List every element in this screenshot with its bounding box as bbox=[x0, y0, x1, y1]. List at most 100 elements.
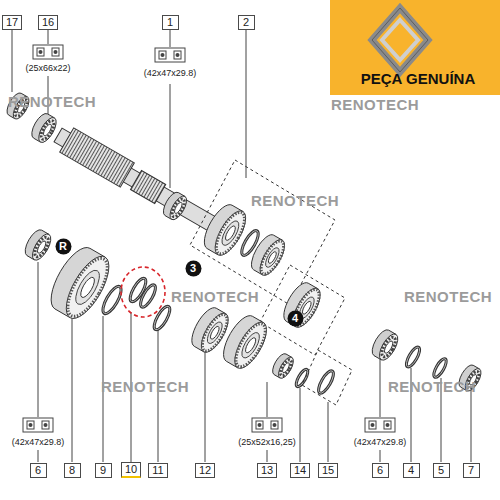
leader-lines bbox=[158, 330, 159, 462]
dimension-text: (25x66x22) bbox=[25, 63, 70, 73]
callout-box: 10 bbox=[121, 462, 141, 478]
callout-box: 13 bbox=[257, 463, 277, 478]
dimension-text: (25x52x16,25) bbox=[238, 437, 296, 447]
lower-parts bbox=[270, 351, 297, 380]
marker-circle bbox=[55, 238, 71, 254]
dimension-text: (25x66x22) bbox=[25, 63, 70, 73]
dimension-text: (42x47x29.8) bbox=[144, 68, 197, 78]
callout-number: 6 bbox=[34, 464, 43, 477]
callout-number: 16 bbox=[42, 16, 54, 29]
watermark: RENOTECH bbox=[171, 288, 259, 305]
callout-number: 10 bbox=[125, 463, 137, 476]
callout-number: 8 bbox=[68, 464, 77, 477]
callout-number: 15 bbox=[322, 464, 334, 477]
callout-box: 6 bbox=[30, 463, 47, 478]
dimension-symbols bbox=[155, 48, 185, 62]
watermark: RENOTECH bbox=[388, 378, 476, 395]
dimension-symbols bbox=[252, 418, 282, 432]
lower-parts bbox=[316, 369, 336, 395]
callout-box: 1 bbox=[162, 15, 179, 30]
leader-lines bbox=[380, 358, 381, 417]
lower-parts bbox=[369, 327, 402, 363]
callout-box: 6 bbox=[372, 463, 389, 478]
group-marker: R bbox=[55, 238, 72, 255]
main-shaft bbox=[130, 170, 165, 203]
callout-number: 17 bbox=[6, 16, 18, 29]
group-marker: 4 bbox=[287, 310, 304, 327]
lower-parts bbox=[294, 368, 310, 388]
watermark: RENOTECH bbox=[251, 192, 339, 209]
callout-number: 9 bbox=[99, 464, 108, 477]
dimension-symbols bbox=[365, 418, 395, 432]
callout-box: 11 bbox=[148, 463, 167, 478]
brand-panel bbox=[372, 8, 428, 72]
watermark: RENOTECH bbox=[331, 96, 419, 113]
callout-number: 7 bbox=[467, 464, 476, 477]
brand-panel bbox=[382, 20, 418, 60]
callout-number: 12 bbox=[199, 464, 211, 477]
lower-parts bbox=[22, 227, 485, 405]
callout-number: 6 bbox=[376, 464, 385, 477]
callout-box: 15 bbox=[318, 463, 338, 478]
callout-number: 3 bbox=[185, 260, 202, 277]
callout-box: 5 bbox=[433, 463, 450, 478]
callout-number: 1 bbox=[166, 16, 175, 29]
leader-lines bbox=[328, 402, 329, 462]
main-shaft bbox=[160, 190, 190, 223]
callout-number: 11 bbox=[152, 464, 163, 477]
watermark: RENOTECH bbox=[101, 378, 189, 395]
leader-lines bbox=[170, 84, 171, 188]
lower-parts bbox=[138, 283, 158, 309]
gear-cluster bbox=[260, 265, 345, 355]
lower-parts bbox=[302, 350, 352, 405]
main-shaft bbox=[60, 128, 135, 187]
leader-lines bbox=[246, 30, 247, 178]
dimension-symbols bbox=[23, 418, 53, 432]
callout-box: 9 bbox=[95, 463, 112, 478]
leader-lines bbox=[72, 318, 73, 462]
main-shaft bbox=[54, 128, 227, 237]
leader-lines bbox=[471, 390, 472, 462]
dimension-text: (42x47x29.8) bbox=[354, 437, 407, 447]
watermark: RENOTECH bbox=[331, 96, 419, 113]
leader-lines bbox=[170, 30, 171, 47]
watermark: RENOTECH bbox=[404, 288, 492, 305]
leader-lines bbox=[38, 262, 39, 417]
callout-number: 13 bbox=[261, 464, 273, 477]
watermark: RENOTECH bbox=[101, 378, 189, 395]
dimension-text: (42x47x29.8) bbox=[12, 437, 65, 447]
lower-parts bbox=[22, 227, 55, 263]
leader-lines bbox=[267, 382, 268, 417]
main-shaft bbox=[51, 123, 230, 242]
brand-text: PEÇA GENUÍNA bbox=[361, 70, 475, 87]
lower-parts bbox=[100, 284, 125, 316]
watermark: RENOTECH bbox=[171, 288, 259, 305]
leader-lines bbox=[267, 450, 268, 462]
main-shaft bbox=[4, 91, 230, 243]
lower-parts bbox=[121, 267, 165, 317]
callout-box: 17 bbox=[2, 15, 22, 30]
dimension-text: (42x47x29.8) bbox=[144, 68, 197, 78]
gear-cluster bbox=[190, 160, 335, 305]
brand-panel bbox=[372, 8, 428, 72]
watermark: RENOTECH bbox=[251, 192, 339, 209]
lower-parts bbox=[432, 357, 449, 379]
leader-lines bbox=[380, 450, 381, 462]
watermark: RENOTECH bbox=[8, 93, 96, 110]
watermark: RENOTECH bbox=[388, 378, 476, 395]
callout-number: R bbox=[55, 238, 72, 255]
lower-parts bbox=[217, 311, 272, 373]
callout-box: 8 bbox=[64, 463, 81, 478]
brand-text: PEÇA GENUÍNA bbox=[361, 70, 475, 87]
callout-box: 16 bbox=[38, 15, 58, 30]
brand-panel bbox=[330, 0, 500, 95]
leader-lines bbox=[38, 450, 39, 462]
dimension-text: (42x47x29.8) bbox=[354, 437, 407, 447]
leader-lines bbox=[48, 30, 49, 44]
leader-lines bbox=[12, 30, 13, 92]
brand-panel bbox=[330, 0, 500, 95]
callout-number: 4 bbox=[287, 310, 304, 327]
callout-box: 12 bbox=[195, 463, 215, 478]
lower-parts bbox=[404, 345, 422, 368]
